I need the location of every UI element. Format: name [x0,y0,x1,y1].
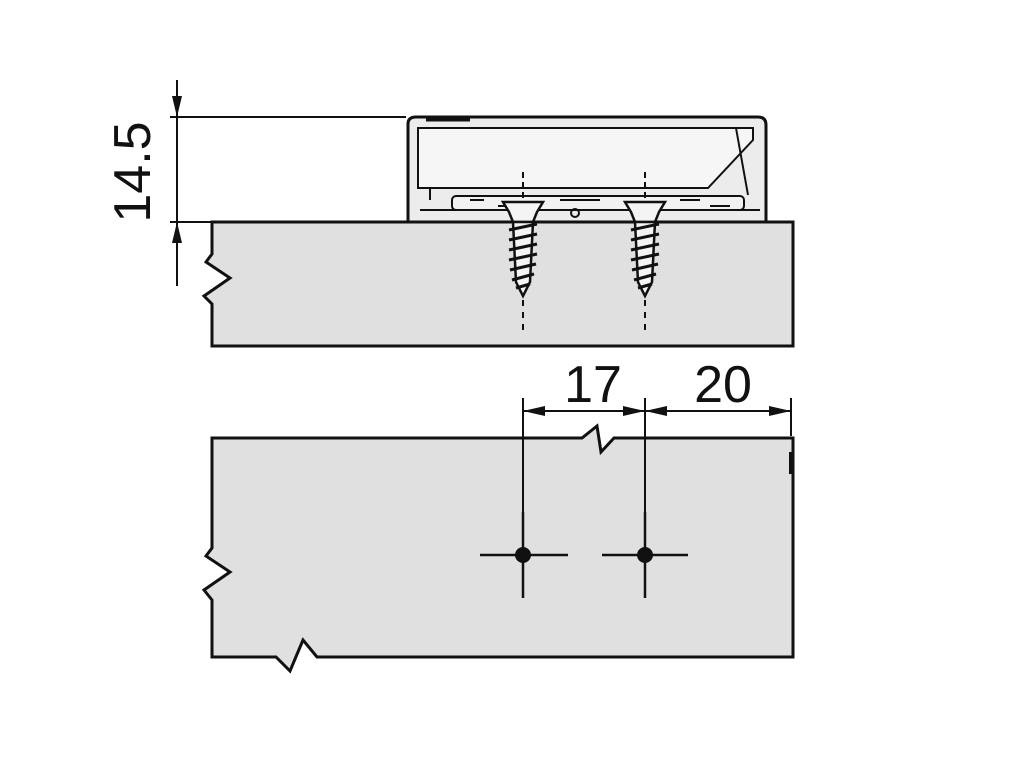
bracket-base-rail [451,195,745,211]
crosshair-drill-mark-icon [480,512,568,598]
bracket-recess [417,127,754,189]
offset-17-label: 17 [564,356,622,414]
mounting-bracket [406,115,768,224]
screw-left [500,172,546,330]
drill-mark-left [480,512,568,598]
height-dimension: 14.5 [104,80,406,286]
side-view: 14.5 [104,80,795,348]
arrow-up [172,222,182,243]
offset-20-label: 20 [694,356,752,414]
drill-mark-right [602,512,688,598]
arrow-17-right [623,406,645,416]
side-view-panel [201,220,795,348]
crosshair-drill-mark-icon [602,512,688,598]
offset-dimensions: 17 20 [522,356,792,522]
top-view: 17 20 [201,356,795,674]
wood-screw-icon [622,172,668,330]
arrow-17-left [523,406,545,416]
wood-screw-icon [500,172,546,330]
arrow-20-right [769,406,791,416]
screw-right [622,172,668,330]
arrow-20-left [645,406,667,416]
arrow-down [172,96,182,117]
top-view-panel [201,423,795,674]
height-dimension-label: 14.5 [104,121,162,222]
